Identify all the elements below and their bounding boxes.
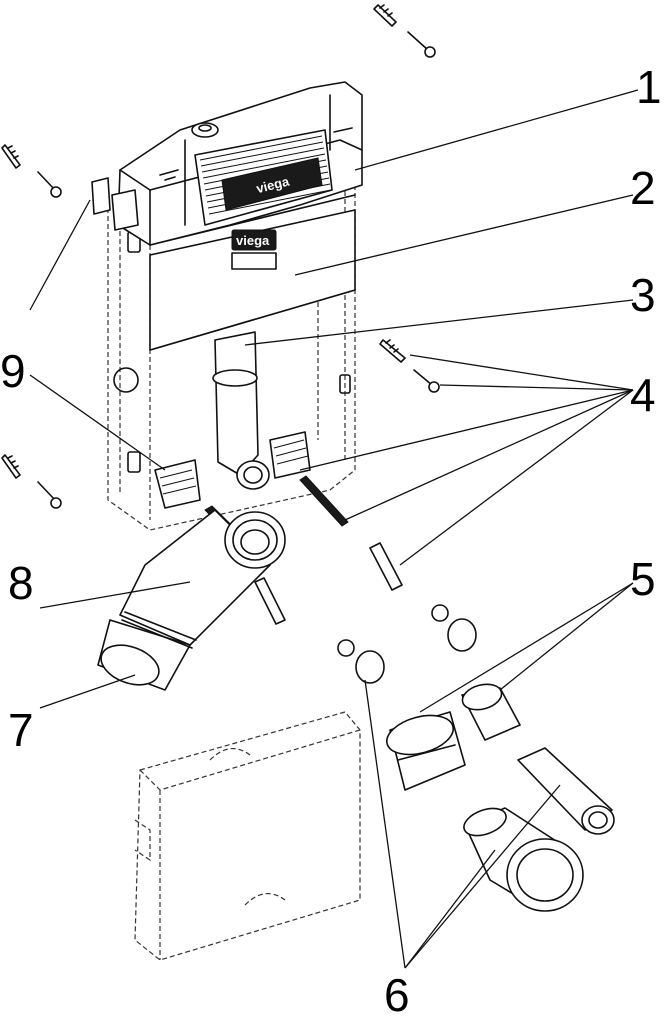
valve-fittings [337,604,477,684]
elbow-bend [119,509,286,646]
callout-5: 5 [630,553,656,605]
connection-pins [254,542,403,625]
drain-pipe [212,331,270,490]
callout-9: 9 [0,345,26,397]
front-panel: viega [149,209,356,351]
panel-logo: viega [236,233,270,248]
callout-4: 4 [630,369,656,421]
callout-6: 6 [384,969,410,1021]
callout-7: 7 [8,704,34,756]
actuator-plate: viega [194,129,333,226]
pipe-adapter [97,611,197,691]
sleeves [386,683,521,791]
leader-lines [29,89,639,969]
callout-1: 1 [636,61,662,113]
connection-pieces [463,747,615,912]
insulation-block [134,711,361,961]
callout-8: 8 [8,557,34,609]
fixing-screws [1,4,440,509]
callout-2: 2 [630,162,656,214]
callout-3: 3 [630,269,656,321]
